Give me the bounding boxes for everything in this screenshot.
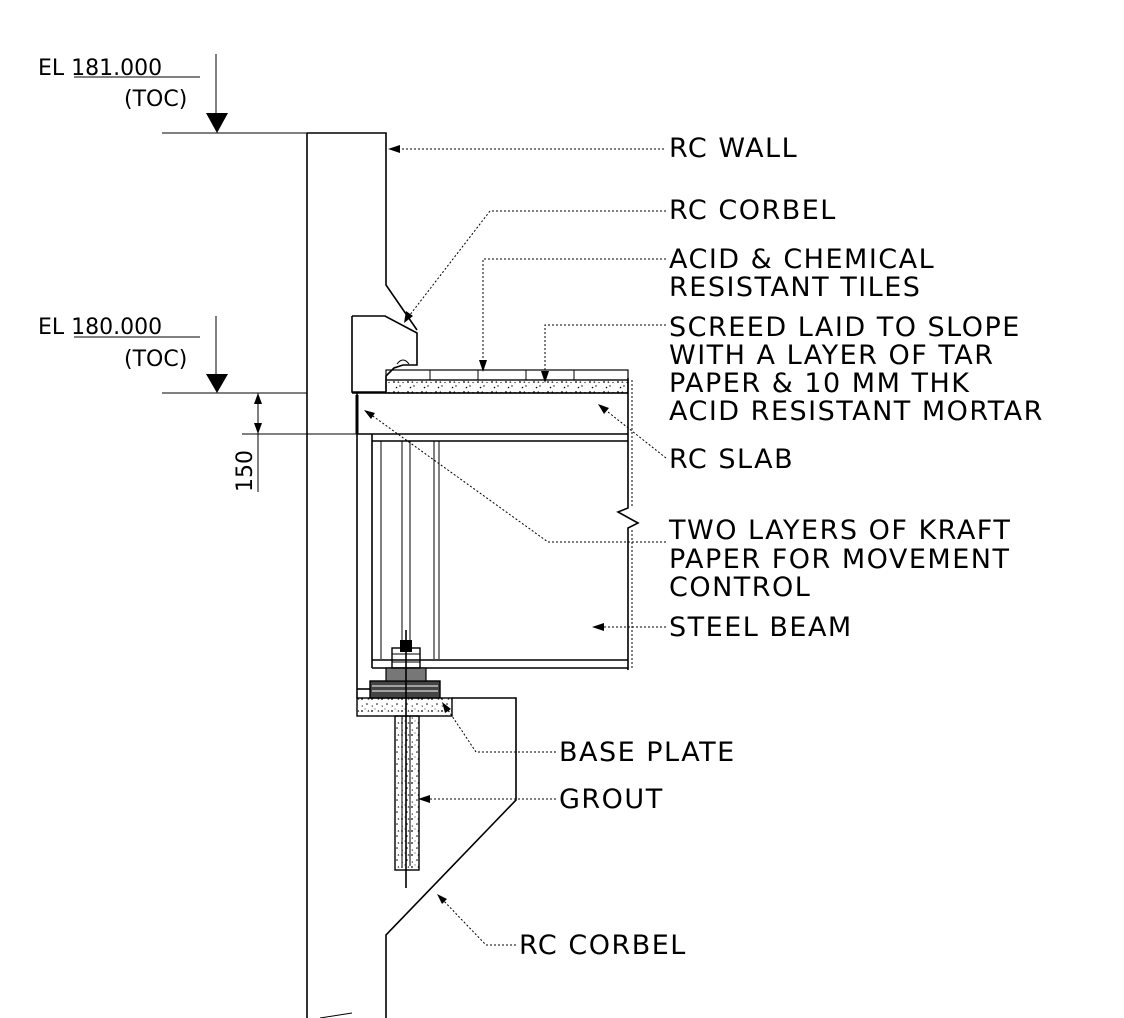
dimension-value: 150 [233,450,258,492]
bearing-assembly [356,441,453,888]
label-kraft-line1: TWO LAYERS OF KRAFT [668,515,1011,546]
elevation-sub-lower: (TOC) [124,347,187,372]
steel-beam [371,434,628,669]
elevation-triangle-icon [206,113,228,133]
label-steel-beam: STEEL BEAM [669,612,853,643]
label-screed-line2: WITH A LAYER OF TAR [669,340,995,371]
break-line [616,378,640,670]
rc-corbel-upper [351,315,418,393]
label-tiles-line2: RESISTANT TILES [669,272,921,303]
elevation-sub-upper: (TOC) [124,87,187,112]
section-arrow-icon [319,1012,353,1018]
label-rc-corbel-top: RC CORBEL [669,195,837,226]
label-grout: GROUT [559,784,664,815]
label-base-plate: BASE PLATE [559,737,736,768]
elevation-marker-upper: EL 181.000 (TOC) [38,54,352,134]
label-tiles-line1: ACID & CHEMICAL [669,244,935,275]
label-rc-slab: RC SLAB [669,444,794,475]
label-rc-corbel-bottom: RC CORBEL [519,930,687,961]
dimension-slab-thickness: 150 [233,393,357,492]
label-screed-line1: SCREED LAID TO SLOPE [669,312,1021,343]
elevation-triangle-icon [206,374,228,393]
label-screed-line3: PAPER & 10 MM THK [669,368,970,399]
elevation-label-lower: EL 180.000 [38,315,162,340]
callout-labels: RC WALL RC CORBEL ACID & CHEMICAL RESIST… [519,133,1044,961]
label-kraft-line3: CONTROL [669,572,811,603]
label-screed-line4: ACID RESISTANT MORTAR [669,396,1044,427]
label-kraft-line2: PAPER FOR MOVEMENT [669,544,1010,575]
label-rc-wall: RC WALL [669,133,798,164]
floor-finish [385,369,629,394]
rc-wall [306,132,517,1018]
elevation-marker-lower: EL 180.000 (TOC) [38,315,307,394]
leaders [364,145,667,946]
rc-slab [352,392,628,689]
